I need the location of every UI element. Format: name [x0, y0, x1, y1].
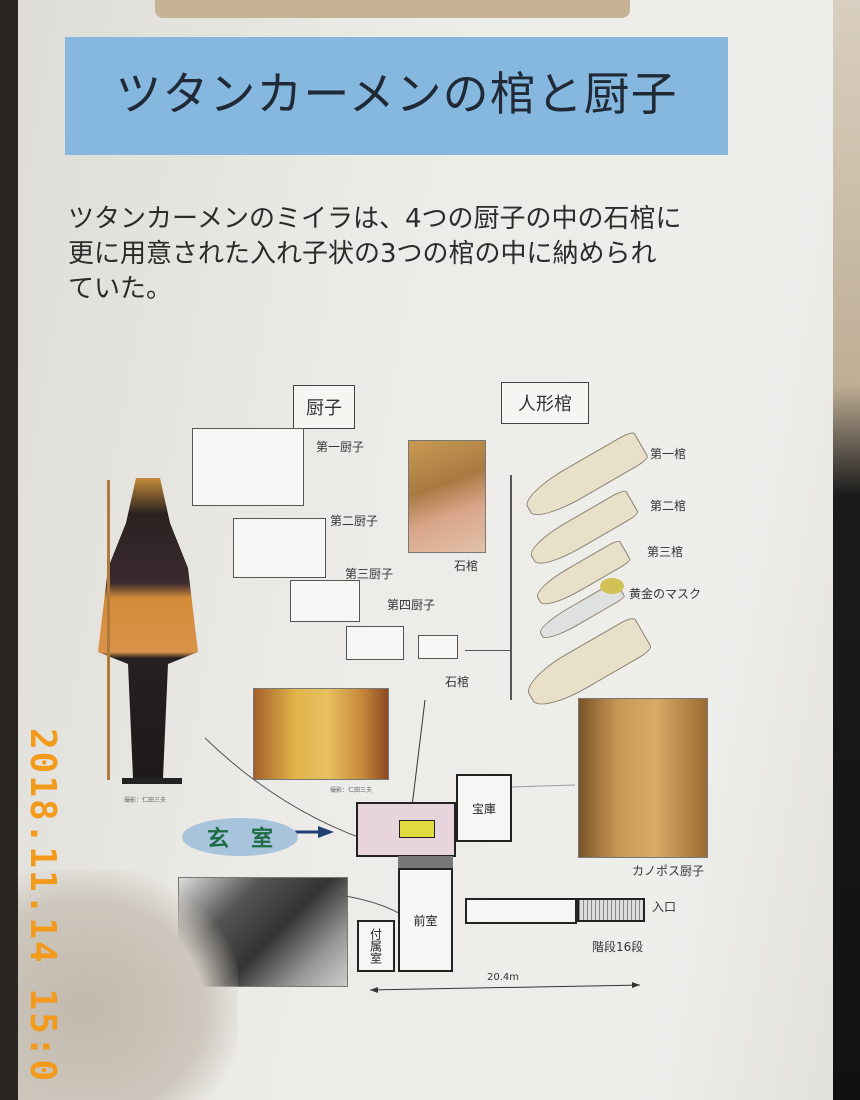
- gold-mask-drawing: [600, 578, 624, 594]
- sarcophagus-marker: [399, 820, 435, 838]
- sarcophagus-photo-caption: 石棺: [454, 559, 479, 573]
- first-shrine-drawing: [192, 428, 304, 506]
- sarcophagus-drawing: [418, 635, 458, 659]
- page-title: ツタンカーメンの棺と厨子: [115, 67, 678, 121]
- top-tab: [155, 0, 630, 18]
- statue-base: [122, 778, 182, 784]
- canopic-shrine-photo: [578, 698, 708, 858]
- wall-painting-credit: 撮影：仁田三夫: [330, 787, 373, 794]
- treasury-room: 宝庫: [456, 774, 512, 842]
- fourth-shrine-drawing: [346, 626, 404, 660]
- first-shrine-label: 第一厨子: [316, 440, 365, 454]
- stairs-label: 階段16段: [592, 940, 644, 954]
- passage: [398, 856, 453, 868]
- shrines-heading: 厨子: [293, 385, 355, 429]
- statue-photo-credit: 撮影：仁田三夫: [124, 797, 167, 804]
- burial-chamber-label: 玄 室: [182, 818, 298, 856]
- second-shrine-drawing: [233, 518, 326, 578]
- annex-room: 付属室: [357, 920, 395, 972]
- length-label: 20.4m: [487, 972, 520, 983]
- fourth-shrine-label: 第四厨子: [387, 598, 436, 612]
- photo-timestamp: 2018.11.14 15:0: [22, 728, 63, 1084]
- wall-painting-photo: [253, 688, 389, 780]
- corridor: [465, 898, 577, 924]
- first-coffin-label: 第一棺: [650, 447, 687, 461]
- title-banner: [65, 37, 728, 155]
- second-shrine-label: 第二厨子: [330, 514, 379, 528]
- shadow: [18, 870, 238, 1100]
- third-shrine-drawing: [290, 580, 360, 622]
- intro-line-2: 更に用意された入れ子状の3つの棺の中に納められ: [68, 239, 657, 269]
- sarcophagus-photo: [408, 440, 486, 553]
- statue-staff: [107, 480, 110, 780]
- third-coffin-label: 第三棺: [647, 545, 684, 559]
- gold-mask-label: 黄金のマスク: [629, 587, 702, 601]
- stairs: [577, 898, 645, 922]
- intro-line-3: ていた。: [68, 274, 173, 304]
- coffin-bracket: [510, 475, 512, 700]
- intro-line-1: ツタンカーメンのミイラは、4つの厨子の中の石棺に: [68, 204, 682, 234]
- antechamber-room: 前室: [398, 868, 453, 972]
- canopic-shrine-caption: カノポス厨子: [632, 864, 705, 878]
- third-shrine-label: 第三厨子: [345, 567, 394, 581]
- sarcophagus-label: 石棺: [445, 675, 470, 689]
- connector-line: [465, 650, 511, 651]
- background-wall: [833, 0, 860, 1100]
- coffins-heading: 人形棺: [501, 382, 589, 424]
- entrance-label: 入口: [652, 900, 677, 914]
- second-coffin-label: 第二棺: [650, 499, 687, 513]
